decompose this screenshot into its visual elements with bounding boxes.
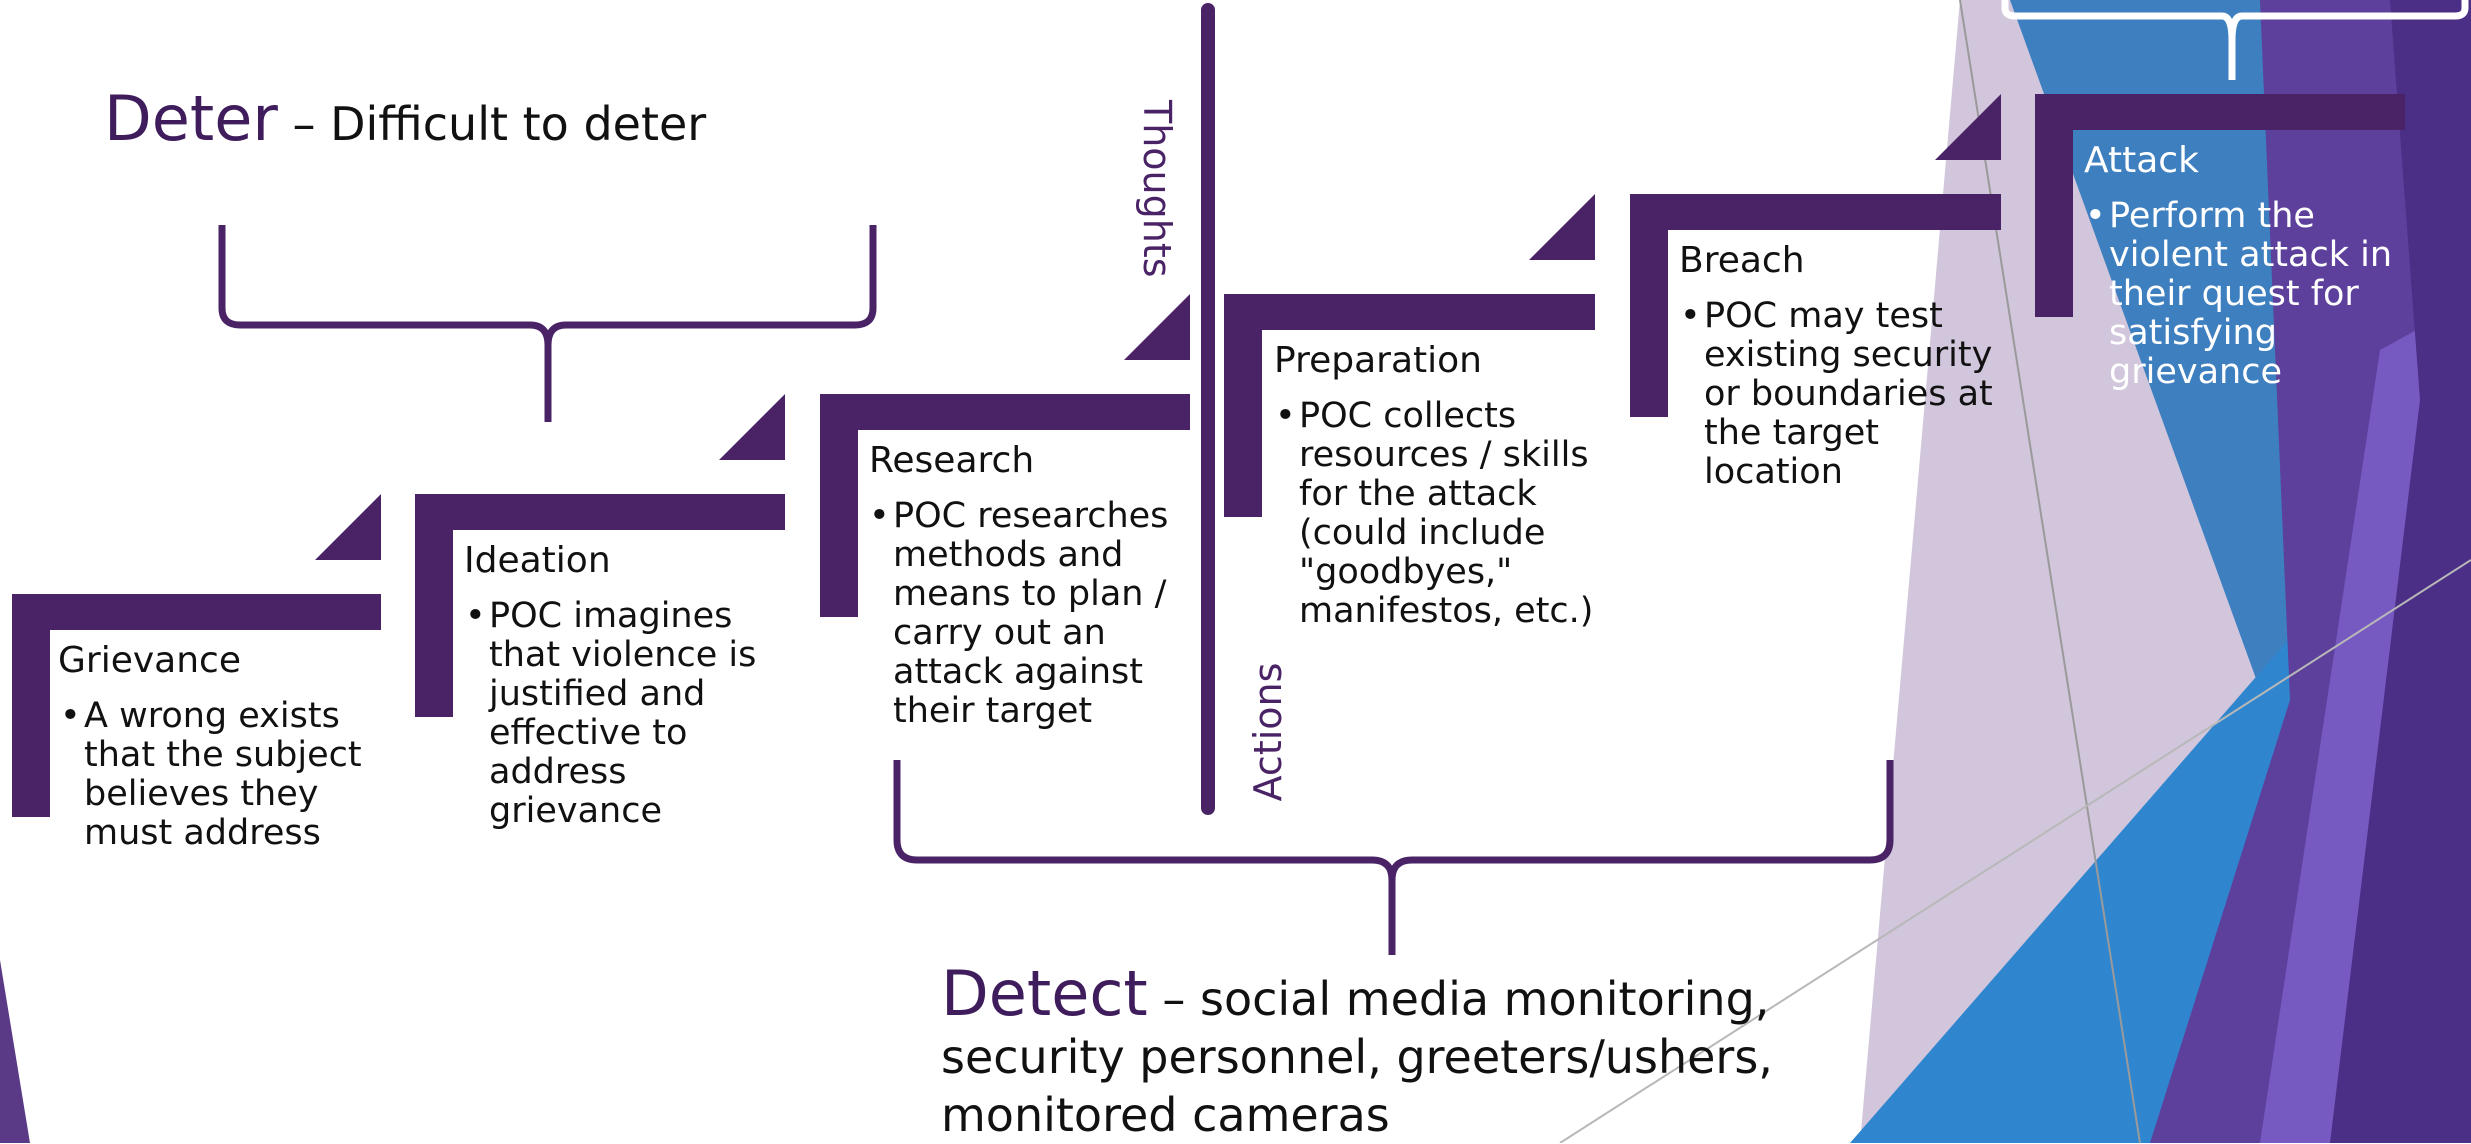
- grievance-bar-v: [12, 594, 50, 817]
- breach-bullet: POC may test existing security or bounda…: [1680, 297, 2000, 492]
- research-body: POC researches methods and means to plan…: [869, 497, 1187, 731]
- actions-label: Actions: [1246, 662, 1290, 802]
- ideation-body: POC imagines that violence is justified …: [465, 597, 785, 831]
- grievance-body: A wrong exists that the subject believes…: [60, 697, 380, 853]
- detect-description: – social media monitoring, security pers…: [941, 972, 1773, 1142]
- grievance-title: Grievance: [58, 640, 241, 681]
- step-triangle: [315, 494, 381, 560]
- attack-bullet: Perform the violent attack in their ques…: [2085, 197, 2405, 392]
- bg-left-sliver: [0, 960, 30, 1143]
- step-triangle: [1124, 294, 1190, 360]
- preparation-body: POC collects resources / skills for the …: [1275, 397, 1595, 631]
- breach-body: POC may test existing security or bounda…: [1680, 297, 2000, 492]
- ideation-title: Ideation: [464, 540, 611, 581]
- breach-bar-v: [1630, 194, 1668, 417]
- preparation-title: Preparation: [1274, 340, 1482, 381]
- detect-bracket: [893, 760, 1894, 955]
- preparation-bullet: POC collects resources / skills for the …: [1275, 397, 1595, 631]
- deter-description: – Difficult to deter: [292, 97, 707, 151]
- attack-bar-h: [2035, 94, 2405, 130]
- attack-bar-v: [2035, 94, 2073, 317]
- top-bracket: [2001, 0, 2469, 80]
- preparation-bar-v: [1224, 294, 1262, 517]
- research-bar-h: [820, 394, 1190, 430]
- research-title: Research: [869, 440, 1035, 481]
- grievance-bullet: A wrong exists that the subject believes…: [60, 697, 380, 853]
- thoughts-label: Thoughts: [1135, 100, 1179, 278]
- step-triangle: [719, 394, 785, 460]
- breach-title: Breach: [1679, 240, 1805, 281]
- detect-heading: Detect – social media monitoring, securi…: [941, 963, 1941, 1144]
- attack-title: Attack: [2084, 140, 2199, 181]
- bg-thin-line: [1959, 0, 2141, 1143]
- ideation-bullet: POC imagines that violence is justified …: [465, 597, 785, 831]
- deter-heading: Deter – Difficult to deter: [104, 88, 707, 153]
- grievance-bar-h: [12, 594, 381, 630]
- step-triangle: [1935, 94, 2001, 160]
- breach-bar-h: [1630, 194, 2001, 230]
- research-bullet: POC researches methods and means to plan…: [869, 497, 1187, 731]
- preparation-bar-h: [1224, 294, 1595, 330]
- deter-bracket: [218, 225, 877, 422]
- attack-body: Perform the violent attack in their ques…: [2085, 197, 2405, 392]
- step-triangle: [1529, 194, 1595, 260]
- ideation-bar-h: [415, 494, 785, 530]
- bg-dark-violet-shape: [2330, 0, 2471, 1143]
- bg-thin-line-2: [1559, 559, 2471, 1143]
- deter-keyword: Deter: [104, 82, 278, 155]
- research-bar-v: [820, 394, 858, 617]
- detect-keyword: Detect: [941, 957, 1148, 1030]
- ideation-bar-v: [415, 494, 453, 717]
